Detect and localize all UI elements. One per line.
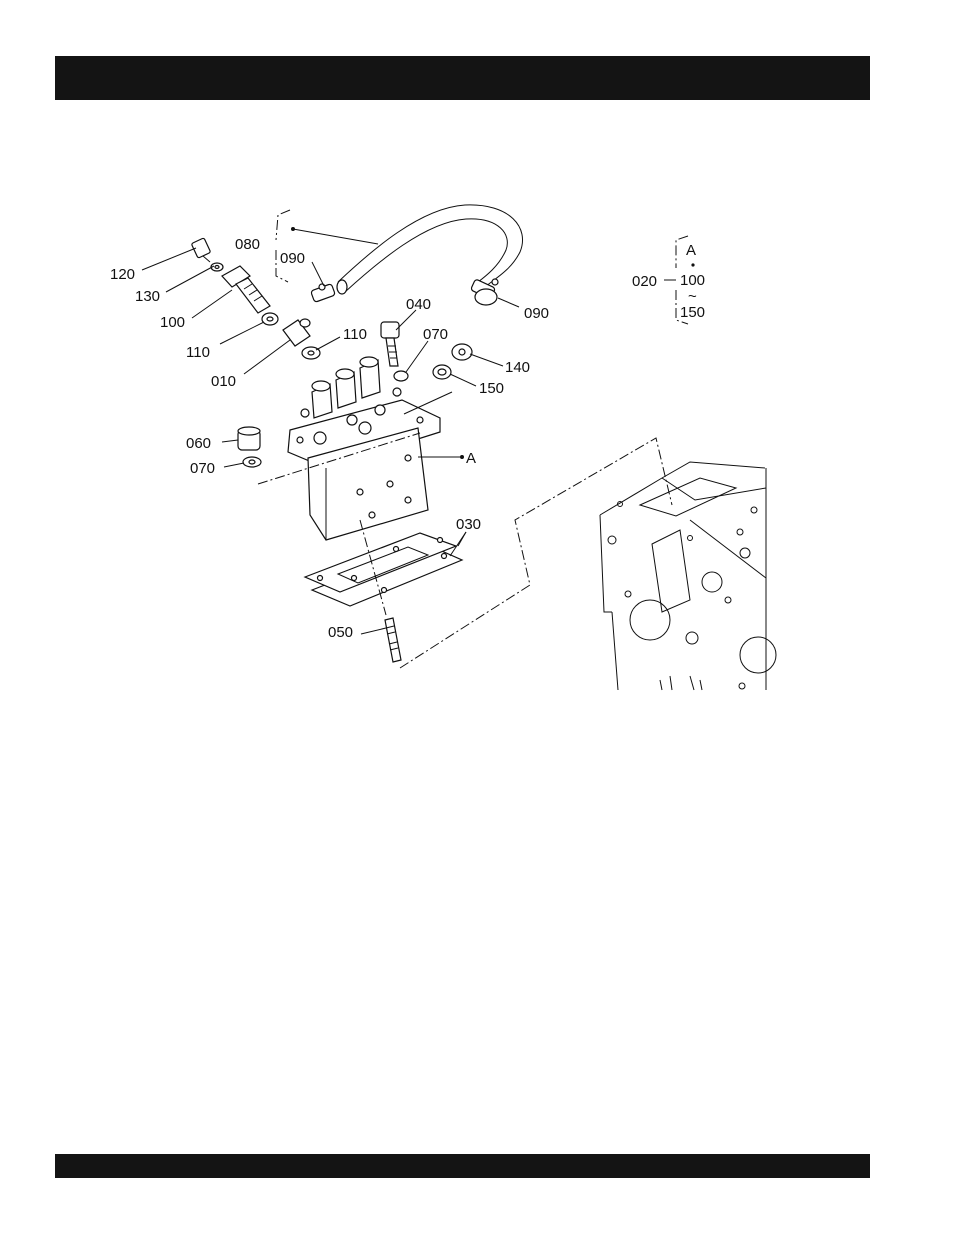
label-090-upper: 090 <box>280 250 305 267</box>
label-060: 060 <box>186 435 211 452</box>
washer-070-lower <box>243 457 261 467</box>
stud-050 <box>385 618 401 662</box>
label-020: 020 <box>632 273 657 290</box>
key-label-tilde: ~ <box>688 288 697 305</box>
label-090-lower: 090 <box>524 305 549 322</box>
label-120: 120 <box>110 266 135 283</box>
key-label-100: 100 <box>680 272 705 289</box>
banjo-bolt-120 <box>191 238 210 262</box>
hose-clip-090-upper <box>311 284 336 303</box>
label-040: 040 <box>406 296 431 313</box>
key-label-A: A <box>686 242 696 259</box>
label-100: 100 <box>160 314 185 331</box>
label-110-left: 110 <box>186 344 210 361</box>
label-050: 050 <box>328 624 353 641</box>
gasket-110-left <box>262 313 278 325</box>
label-070-lower: 070 <box>190 460 215 477</box>
label-030: 030 <box>456 516 481 533</box>
plug-140 <box>452 344 472 360</box>
engine-block <box>600 462 776 690</box>
label-140: 140 <box>505 359 530 376</box>
label-010: 010 <box>211 373 236 390</box>
label-130: 130 <box>135 288 160 305</box>
gasket-030 <box>305 533 462 606</box>
label-070-upper: 070 <box>423 326 448 343</box>
label-080: 080 <box>235 236 260 253</box>
label-A: A <box>466 450 476 467</box>
label-150: 150 <box>479 380 504 397</box>
cap-060 <box>238 427 260 450</box>
gasket-150 <box>433 365 451 379</box>
hose-clip-090-lower <box>470 279 498 305</box>
injection-pump-body <box>288 357 440 540</box>
key-label-150: 150 <box>680 304 705 321</box>
label-110-right: 110 <box>343 326 367 343</box>
screw-040 <box>381 322 399 366</box>
washer-070-upper <box>394 371 408 381</box>
joint-bolt-100 <box>222 266 270 313</box>
